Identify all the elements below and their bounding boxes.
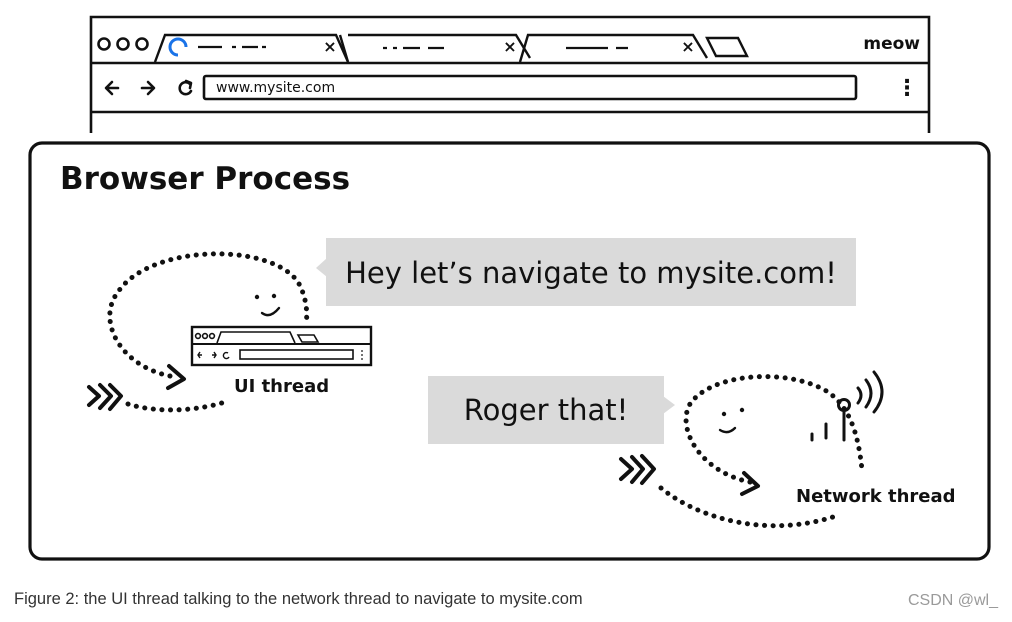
new-tab-button[interactable]: [705, 36, 749, 58]
ui-thread-arrowhead: [166, 364, 186, 390]
back-arrow-icon[interactable]: [104, 80, 120, 96]
window-control-circle[interactable]: [135, 37, 149, 51]
network-thread-tail: [658, 485, 839, 529]
ui-thread-face: [254, 293, 277, 300]
antenna-signal-icon: [810, 370, 884, 442]
browser-tab[interactable]: ×: [518, 33, 709, 63]
network-thread-speech-bubble: Roger that!: [428, 376, 675, 444]
browser-brand: meow: [863, 34, 920, 54]
network-thread-chevrons: [619, 454, 656, 485]
window-control-circle[interactable]: [116, 37, 130, 51]
network-thread-loop: [683, 374, 865, 485]
browser-tab-active[interactable]: ×: [153, 33, 350, 63]
window-controls[interactable]: [97, 37, 149, 51]
browser-process-title: Browser Process: [60, 161, 350, 197]
ui-thread-chevrons: [87, 383, 123, 411]
figure-caption: Figure 2: the UI thread talking to the n…: [14, 590, 583, 608]
browser-window: × × × meow www.m: [89, 15, 931, 133]
ui-thread-speech-text: Hey let’s navigate to mysite.com!: [345, 256, 837, 290]
browser-tab[interactable]: ×: [338, 33, 532, 63]
reload-icon[interactable]: [178, 79, 193, 96]
ui-thread-loop: [107, 251, 310, 379]
browser-frame: [89, 15, 931, 133]
window-control-circle[interactable]: [97, 37, 111, 51]
tab-close-icon[interactable]: ×: [681, 37, 694, 56]
network-thread-face: [721, 407, 745, 417]
ui-thread-label: UI thread: [234, 376, 329, 397]
browser-menu-icon[interactable]: ⋮: [896, 76, 918, 101]
forward-arrow-icon[interactable]: [140, 80, 156, 96]
ui-thread-speech-bubble: Hey let’s navigate to mysite.com!: [316, 238, 856, 306]
network-thread-smile: [718, 426, 737, 434]
mini-browser-icon: [190, 325, 373, 367]
ui-thread-tail: [125, 399, 228, 413]
loading-spinner-icon: [168, 37, 188, 57]
network-thread-arrowhead: [740, 471, 760, 496]
network-thread-speech-text: Roger that!: [464, 393, 629, 427]
ui-thread-smile: [260, 306, 281, 317]
address-bar[interactable]: [202, 74, 858, 101]
network-thread-label: Network thread: [796, 486, 956, 507]
ui-thread: UI thread: [87, 251, 373, 413]
network-thread: Network thread: [619, 370, 956, 529]
watermark: CSDN @wl_: [907, 592, 998, 609]
tab-close-icon[interactable]: ×: [503, 37, 516, 56]
tab-close-icon[interactable]: ×: [323, 37, 336, 56]
address-bar-text[interactable]: www.mysite.com: [216, 80, 335, 96]
